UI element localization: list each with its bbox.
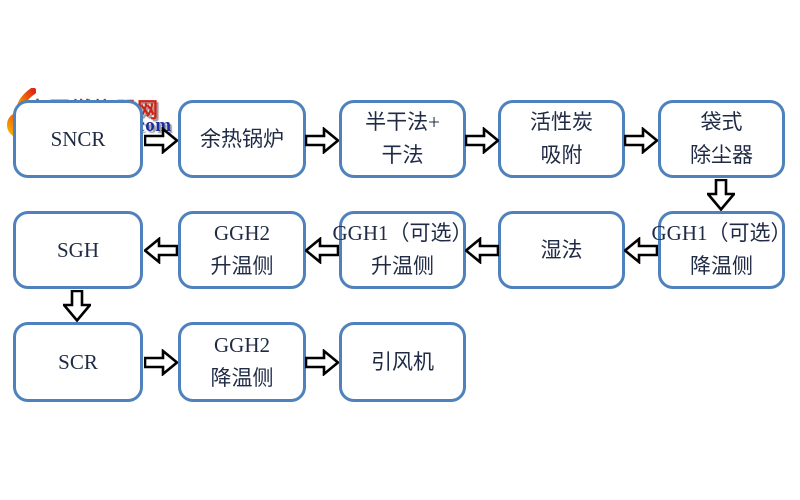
node-label: 半干法+ [365,110,440,134]
node-label: 除尘器 [690,143,753,167]
node-label: SGH [56,237,99,262]
node-activated-carbon: 活性炭 吸附 [498,100,625,178]
node-label: GGH1（可选） [651,221,792,245]
node-scr: SCR [13,322,143,402]
arrow-left-icon [305,237,339,264]
arrow-right-icon [144,349,178,376]
node-label: 升温侧 [371,254,434,278]
node-label: 引风机 [371,349,434,374]
node-label: GGH1（可选） [332,221,473,245]
arrow-left-icon [144,237,178,264]
node-label: 降温侧 [210,366,274,390]
node-label: SCR [58,349,98,374]
arrow-right-icon [305,349,339,376]
node-label: 袋式 [700,110,743,134]
node-sncr: SNCR [13,100,143,178]
node-label: 升温侧 [210,254,274,278]
node-bag-filter: 袋式 除尘器 [658,100,785,178]
arrow-right-icon [305,127,339,154]
node-wet-process: 湿法 [498,211,625,289]
node-waste-heat-boiler: 余热锅炉 [178,100,306,178]
node-label: 吸附 [540,143,583,167]
node-label: 干法 [381,143,424,167]
node-label: GGH2 [214,333,270,357]
node-induced-draft-fan: 引风机 [339,322,466,402]
arrow-right-icon [465,127,499,154]
node-label: GGH2 [214,221,270,245]
node-label: 余热锅炉 [200,126,284,151]
node-ggh2-heating: GGH2 升温侧 [178,211,306,289]
node-label: 活性炭 [530,110,593,134]
arrow-left-icon [465,237,499,264]
arrow-right-icon [624,127,658,154]
arrow-down-icon [707,179,735,211]
node-sgh: SGH [13,211,143,289]
node-label: SNCR [50,126,106,151]
arrow-right-icon [144,127,178,154]
node-ggh2-cooling: GGH2 降温侧 [178,322,306,402]
arrow-left-icon [624,237,658,264]
node-ggh1-heating: GGH1（可选） 升温侧 [333,211,473,289]
node-label: 湿法 [540,237,583,262]
arrow-down-icon [63,290,91,322]
node-ggh1-cooling: GGH1（可选） 降温侧 [652,211,792,289]
node-semi-dry-dry: 半干法+ 干法 [339,100,466,178]
node-label: 降温侧 [690,254,753,278]
